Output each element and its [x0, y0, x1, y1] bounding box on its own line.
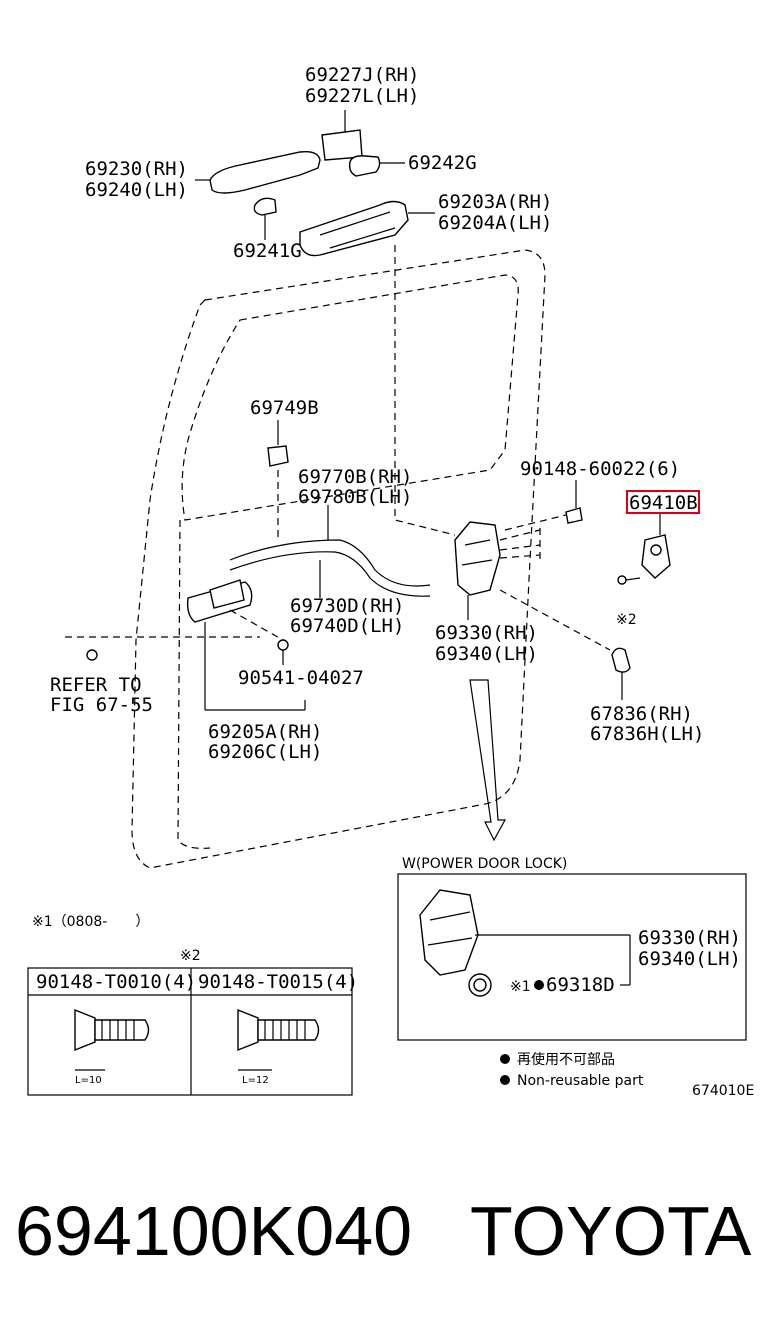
label-90541: 90541-04027 [238, 667, 364, 689]
label-69206-lh: 69206C(LH) [208, 741, 322, 763]
frame-69203 [299, 200, 435, 257]
figure-code: 674010E [692, 1083, 754, 1099]
screw-90541 [229, 609, 289, 665]
screw-table-heading: ※2 [180, 948, 201, 964]
label-69330-rh: 69330(RH) [435, 622, 538, 644]
label-69770-rh: 69770B(RH) [298, 466, 412, 488]
door-outline [131, 245, 546, 869]
label-69730-rh: 69730D(RH) [290, 595, 404, 617]
label-fig: FIG 67-55 [50, 694, 153, 716]
label-69204-lh: 69204A(LH) [438, 212, 552, 234]
footer-part-number: 694100K040 [15, 1192, 412, 1270]
label-69749: 69749B [250, 397, 319, 419]
non-reusable-dot [534, 980, 544, 990]
screw-note2 [617, 575, 641, 585]
power-lock-panel: W(POWER DOOR LOCK) 69330(RH) 69340(LH) ※… [397, 856, 747, 1041]
label-67836-rh: 67836(RH) [590, 703, 693, 725]
screw-drawing-2 [237, 1008, 320, 1071]
screw-col-1: 90148-T0010(4) [36, 971, 196, 993]
power-lock-title: W(POWER DOOR LOCK) [402, 856, 567, 872]
label-69241: 69241G [233, 240, 302, 262]
label-69340-lh: 69340(LH) [435, 643, 538, 665]
pad-69241 [253, 197, 277, 240]
pad-69242 [348, 155, 405, 177]
label-69230-rh: 69230(RH) [85, 158, 188, 180]
note1: ※1（0808- ） [32, 914, 149, 930]
highlight-part-69410 [641, 513, 671, 579]
label-69242: 69242G [408, 152, 477, 174]
label-67836h-lh: 67836H(LH) [590, 723, 704, 745]
footer-brand: TOYOTA [470, 1192, 752, 1270]
label-69740-lh: 69740D(LH) [290, 615, 404, 637]
screw-length-1: L=10 [75, 1075, 102, 1086]
label-69203-rh: 69203A(RH) [438, 191, 552, 213]
screw-table: ※2 90148-T0010(4) 90148-T0015(4) L=10 L=… [27, 948, 358, 1096]
rod-arrow [469, 679, 507, 842]
label-refer-to: REFER TO [50, 674, 142, 696]
cap-69227 [321, 110, 363, 161]
screw-length-2: L=12 [242, 1075, 269, 1086]
lock-assembly-69330 [454, 521, 611, 651]
screw-col-2: 90148-T0015(4) [198, 971, 358, 993]
cables-69770 [229, 505, 431, 598]
label-note2: ※2 [616, 612, 637, 628]
handle-69230 [195, 150, 321, 194]
legend-en: Non-reusable part [517, 1073, 644, 1089]
label-69780-lh: 69780B(LH) [298, 486, 412, 508]
highlight-box [626, 490, 700, 514]
power-lock-rh: 69330(RH) [638, 927, 741, 949]
label-69410: 69410B [629, 492, 698, 514]
label-69227-rh: 69227J(RH) [305, 64, 419, 86]
inside-handle-69205 [186, 579, 306, 711]
legend-jp: 再使用不可部品 [517, 1051, 615, 1068]
grommet-67836 [611, 647, 631, 700]
power-lock-part: 69318D [546, 974, 615, 996]
clip-69749 [267, 420, 289, 540]
label-69205-rh: 69205A(RH) [208, 721, 322, 743]
bolt-90148 [504, 480, 583, 531]
legend-dot-jp [500, 1054, 510, 1064]
screw-drawing-1 [74, 1008, 150, 1071]
label-69240-lh: 69240(LH) [85, 179, 188, 201]
label-69227-lh: 69227L(LH) [305, 85, 419, 107]
power-lock-lh: 69340(LH) [638, 948, 741, 970]
power-lock-note-mark: ※1 [510, 979, 531, 995]
label-90148-60022: 90148-60022(6) [520, 458, 680, 480]
legend: 再使用不可部品 Non-reusable part [500, 1051, 644, 1089]
bolt-refer [65, 636, 260, 661]
legend-dot-en [500, 1075, 510, 1085]
